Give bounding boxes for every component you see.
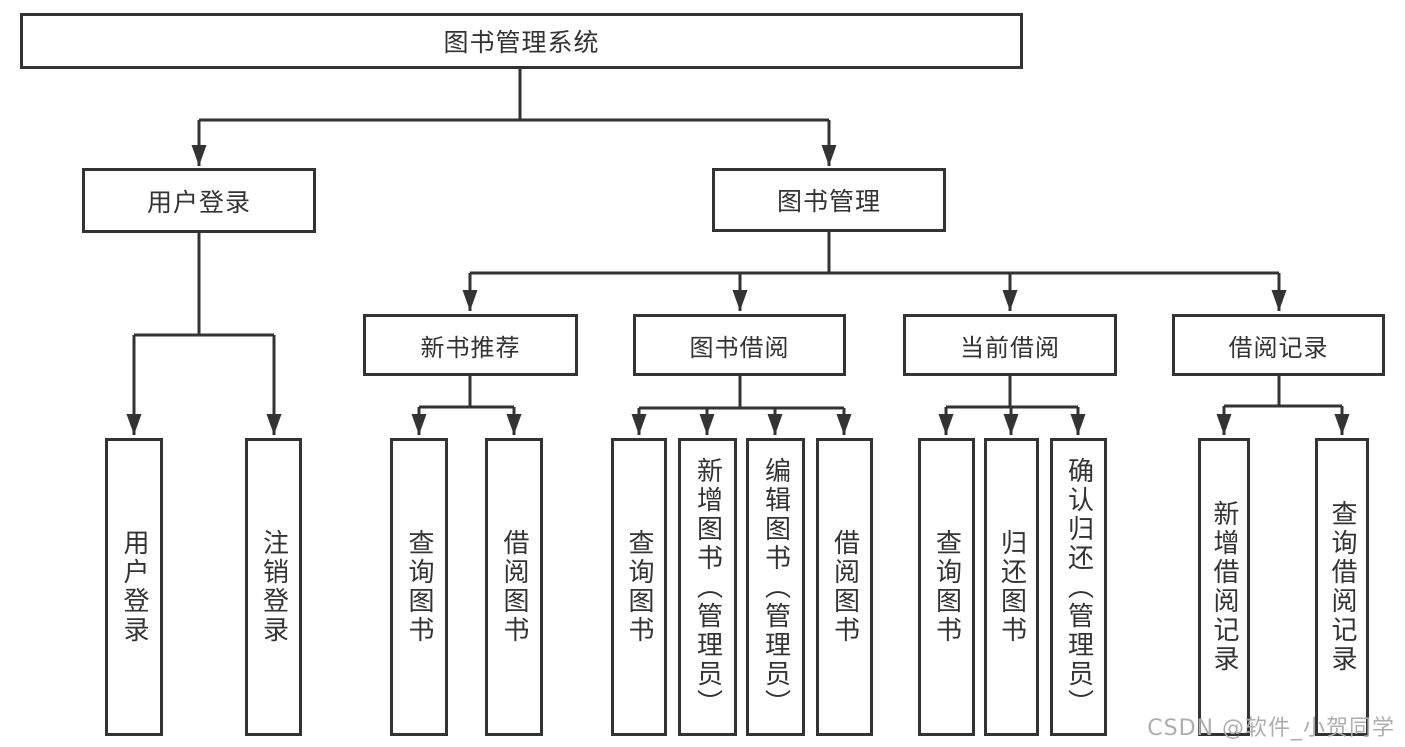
csdn-watermark: CSDN @软件_小贺同学 bbox=[1147, 716, 1395, 741]
node-new-book-recommend: 新书推荐 bbox=[363, 314, 578, 376]
leaf-query-books-1: 查询图书 bbox=[390, 438, 448, 736]
leaf-add-book-admin: 新增图书（管理员） bbox=[678, 438, 737, 736]
leaf-logout: 注销登录 bbox=[245, 438, 302, 736]
node-current-borrowing: 当前借阅 bbox=[903, 314, 1117, 376]
node-book-borrowing: 图书借阅 bbox=[633, 314, 846, 376]
node-user-login: 用户登录 bbox=[82, 168, 316, 233]
leaf-return-book: 归还图书 bbox=[984, 438, 1039, 736]
leaf-query-books-2: 查询图书 bbox=[611, 438, 667, 736]
leaf-edit-book-admin: 编辑图书（管理员） bbox=[746, 438, 805, 736]
leaf-query-books-3: 查询图书 bbox=[918, 438, 975, 736]
leaf-borrow-books-1: 借阅图书 bbox=[485, 438, 543, 736]
node-borrowing-records: 借阅记录 bbox=[1172, 314, 1385, 376]
leaf-user-login: 用户登录 bbox=[105, 438, 163, 736]
leaf-query-borrow-record: 查询借阅记录 bbox=[1315, 438, 1369, 736]
node-book-management: 图书管理 bbox=[712, 168, 946, 232]
node-root: 图书管理系统 bbox=[20, 13, 1023, 69]
leaf-confirm-return-admin: 确认归还（管理员） bbox=[1050, 438, 1107, 736]
leaf-borrow-books-2: 借阅图书 bbox=[816, 438, 873, 736]
leaf-add-borrow-record: 新增借阅记录 bbox=[1198, 438, 1250, 736]
